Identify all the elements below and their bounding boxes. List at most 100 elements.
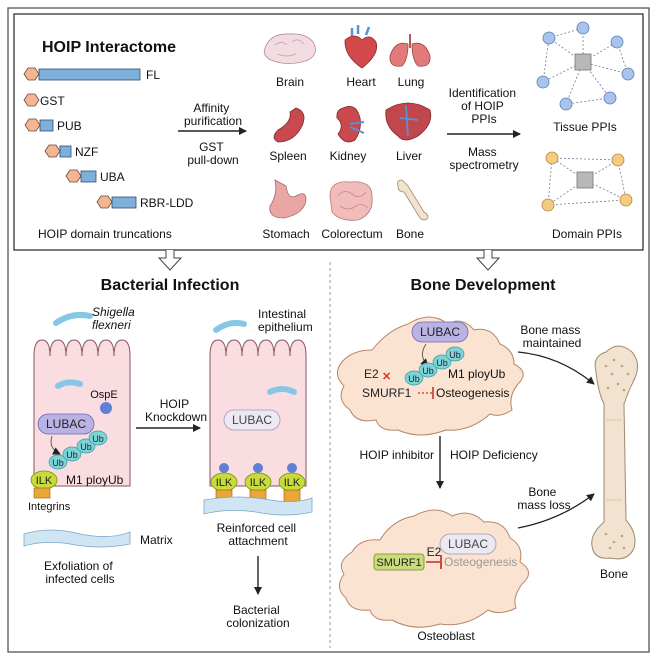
ospe-label: OspE <box>90 389 118 401</box>
tissue-label-liver: Liver <box>396 149 422 163</box>
spleen-icon <box>273 107 305 143</box>
ilk-row: ILK ILK ILK <box>210 463 306 503</box>
truncation-label: NZF <box>75 145 98 159</box>
mass-loss-label: Bone mass loss <box>517 485 570 512</box>
mass-spec-text: Mass spectrometry <box>449 145 518 172</box>
m1-ployub-label: M1 ployUb <box>66 473 124 487</box>
stomach-icon <box>269 179 307 219</box>
truncation-label: FL <box>146 68 160 82</box>
lubac-label: LUBAC <box>448 537 488 551</box>
integrins-label: Integrins <box>28 501 71 513</box>
truncation-rbr-ldd: RBR-LDD <box>96 195 194 210</box>
liver-icon <box>385 102 432 141</box>
colonization-label: Bacterial colonization <box>226 603 289 630</box>
colorectum-icon <box>329 181 373 221</box>
kidney-icon <box>336 105 365 143</box>
truncation-gst: GST <box>23 93 65 108</box>
interactome-panel <box>13 13 644 251</box>
infected-cell <box>33 339 131 487</box>
osteogenesis-faded-label: Osteogenesis <box>444 555 517 569</box>
domain-ppi-nodes <box>541 151 633 212</box>
identification-text: Identification of HOIP PPIs <box>449 86 520 126</box>
exfoliation-label: Exfoliation of infected cells <box>44 559 116 586</box>
domain-ppi-hub <box>576 171 594 189</box>
lubac-label: LUBAC <box>420 325 460 339</box>
truncation-label: UBA <box>100 170 125 184</box>
shigella-label: Shigella flexneri <box>92 305 138 332</box>
deficiency-label: HOIP Deficiency <box>450 448 538 462</box>
tissue-label-bone: Bone <box>396 227 424 241</box>
method-affinity: Affinity purification <box>184 101 242 128</box>
method-gst: GST pull-down <box>187 140 238 167</box>
lung-icon <box>389 34 431 67</box>
osteoblast-label: Osteoblast <box>417 629 475 643</box>
svg-text:Ub: Ub <box>449 350 461 360</box>
svg-text:ILK: ILK <box>284 477 301 489</box>
e2-label: E2 <box>427 545 442 559</box>
svg-text:ILK: ILK <box>250 477 267 489</box>
tissue-label-colorectum: Colorectum <box>321 227 382 241</box>
bacterial-title: Bacterial Infection <box>101 277 240 294</box>
truncation-nzf: NZF <box>44 144 98 159</box>
svg-text:Ub: Ub <box>436 358 448 368</box>
rbr-ldd-bar <box>111 196 137 209</box>
nzf-bar <box>59 145 72 158</box>
tissue-label-kidney: Kidney <box>330 149 367 163</box>
osteogenesis-label: Osteogenesis <box>436 386 509 400</box>
lubac-label: LUBAC <box>232 413 272 427</box>
down-arrow-right <box>475 250 501 271</box>
inhibitor-label: HOIP inhibitor <box>360 448 434 462</box>
extracellular-bacterium-icon <box>213 319 247 333</box>
domain-ppi-network <box>547 157 627 206</box>
ub-chain: Ub Ub Ub Ub <box>48 430 108 470</box>
ospe-dot <box>100 402 112 414</box>
smurf1-label: SMURF1 <box>362 386 412 400</box>
truncation-label: GST <box>40 94 65 108</box>
truncation-pub: PUB <box>24 118 82 133</box>
ilk-label: ILK <box>36 475 53 487</box>
fl-bar <box>38 68 141 81</box>
matrix-icon <box>23 529 131 548</box>
ub-chain: Ub Ub Ub Ub <box>404 346 465 386</box>
tissue-label-lung: Lung <box>398 75 425 89</box>
lubac-inactive <box>223 409 281 431</box>
interactome-title: HOIP Interactome <box>42 39 176 56</box>
truncation-fl: FL <box>23 67 160 82</box>
loss-arrow <box>517 493 595 529</box>
matrix-icon <box>203 496 313 516</box>
svg-text:Ub: Ub <box>408 374 420 384</box>
block-cross-icon: ✕ <box>382 371 391 383</box>
svg-text:Ub: Ub <box>66 450 78 460</box>
bone-label: Bone <box>600 567 628 581</box>
smurf1-active <box>373 553 425 571</box>
tissue-label-heart: Heart <box>346 75 376 89</box>
shigella-bacterium-icon <box>53 311 93 326</box>
maintained-arrow <box>517 351 595 385</box>
svg-text:Ub: Ub <box>52 458 64 468</box>
ubiquitination-arrow <box>50 435 61 455</box>
svg-text:Ub: Ub <box>80 442 92 452</box>
domain-ppis-label: Domain PPIs <box>552 227 622 241</box>
svg-text:Ub: Ub <box>92 434 104 444</box>
heart-icon <box>344 25 378 69</box>
matrix-label: Matrix <box>140 533 173 547</box>
lubac-complex <box>411 321 469 343</box>
intracellular-bacterium-icon <box>55 379 83 389</box>
lubac-inactive <box>439 533 497 555</box>
knockdown-text: HOIP Knockdown <box>145 397 207 424</box>
pub-bar <box>39 119 54 132</box>
svg-text:ILK: ILK <box>216 477 233 489</box>
femur-icon <box>591 345 638 560</box>
gst-hexagon-icon <box>23 93 40 107</box>
tissue-label-spleen: Spleen <box>269 149 306 163</box>
lubac-label: LUBAC <box>46 417 86 431</box>
bone-tissue-icon <box>397 179 429 221</box>
tissue-label-brain: Brain <box>276 75 304 89</box>
reinforced-label: Reinforced cell attachment <box>217 521 300 548</box>
tissue-ppi-nodes <box>536 21 635 111</box>
uba-bar <box>80 170 97 183</box>
down-arrow-left <box>157 250 183 271</box>
tissue-ppis-label: Tissue PPIs <box>553 120 617 134</box>
